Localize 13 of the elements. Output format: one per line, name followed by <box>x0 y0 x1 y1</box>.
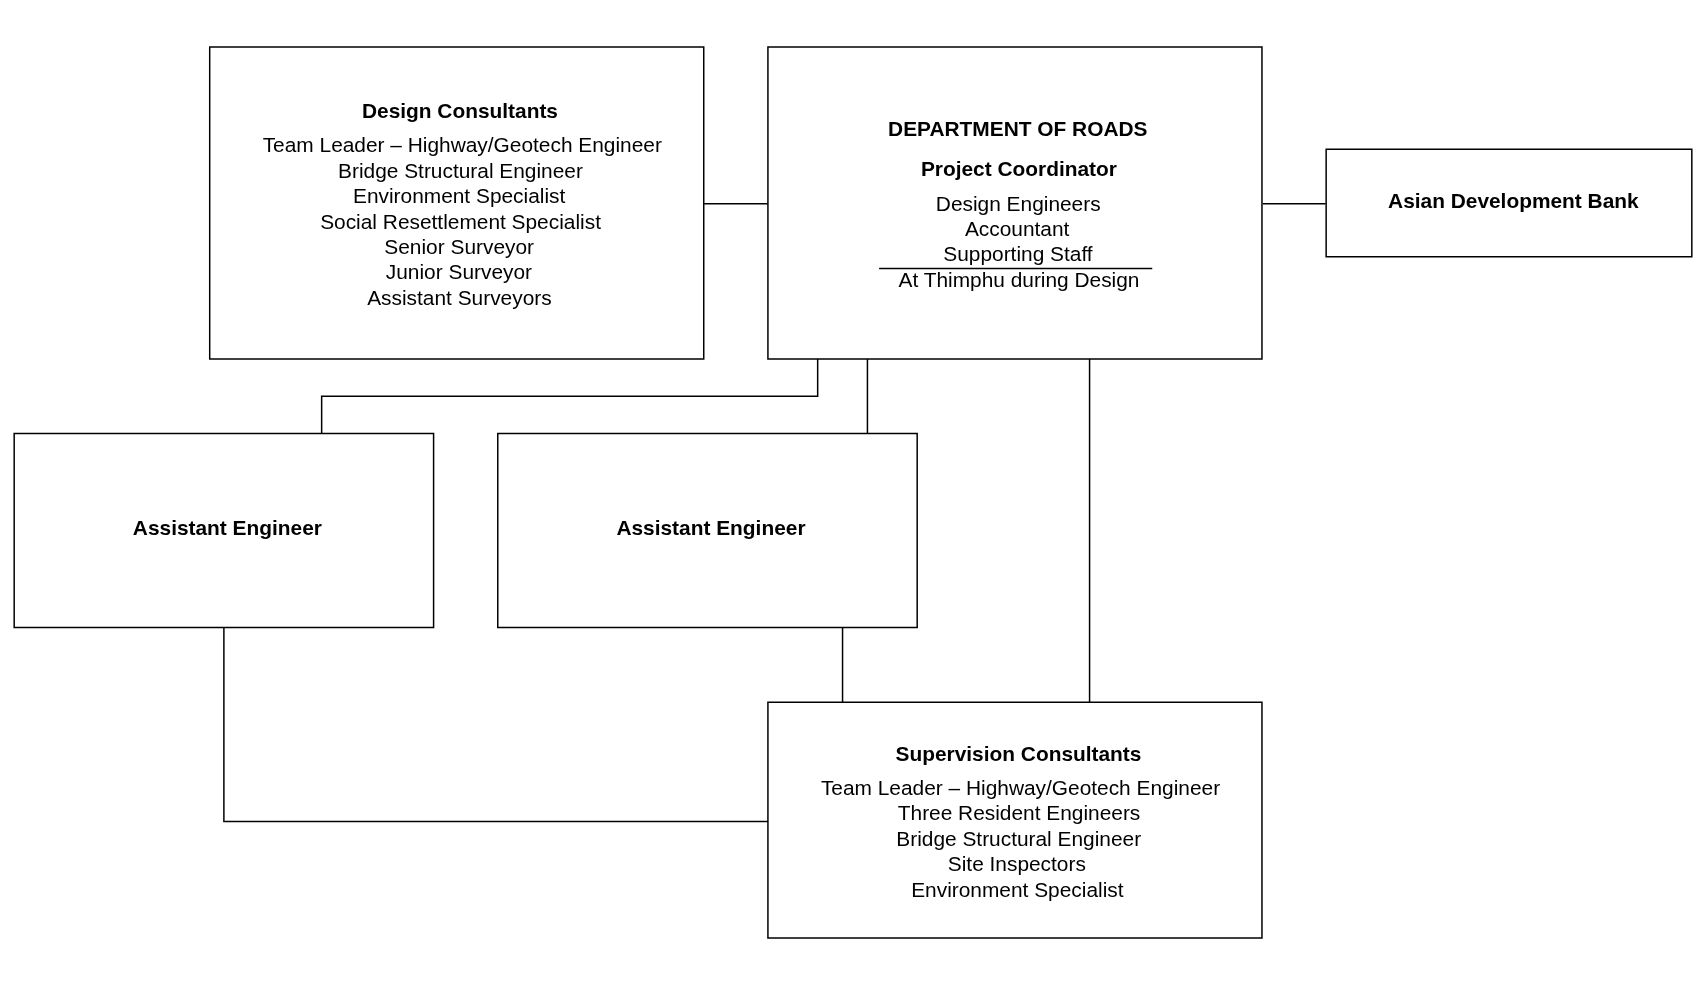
node-box: Supervision Consultants Team Leader – Highway/Geotech Engineer Three Resident Engineers Bridge Structural Engineer Site Inspectors Environment Specialist <box>767 701 1263 939</box>
node-box: Design Consultants Team Leader – Highway/Geotech Engineer Bridge Structural Engineer Environment Specialist Social Resettlement Specialist Senior Surveyor Junior Surveyor Assistant Surveyors <box>208 46 705 360</box>
node-box: Asian Development Bank <box>1325 148 1693 258</box>
connector <box>703 202 769 205</box>
connector <box>866 358 869 435</box>
connector <box>1088 358 1091 703</box>
connector <box>223 627 769 823</box>
connector <box>841 627 844 703</box>
node-box: DEPARTMENT OF ROADS Project Coordinator Design Engineers Accountant Supporting Staff At Thimphu during Design <box>767 46 1263 360</box>
node-box: Assistant Engineer <box>13 432 435 629</box>
connector <box>1261 202 1327 205</box>
node-box: Assistant Engineer <box>497 432 918 629</box>
connector <box>320 358 819 434</box>
